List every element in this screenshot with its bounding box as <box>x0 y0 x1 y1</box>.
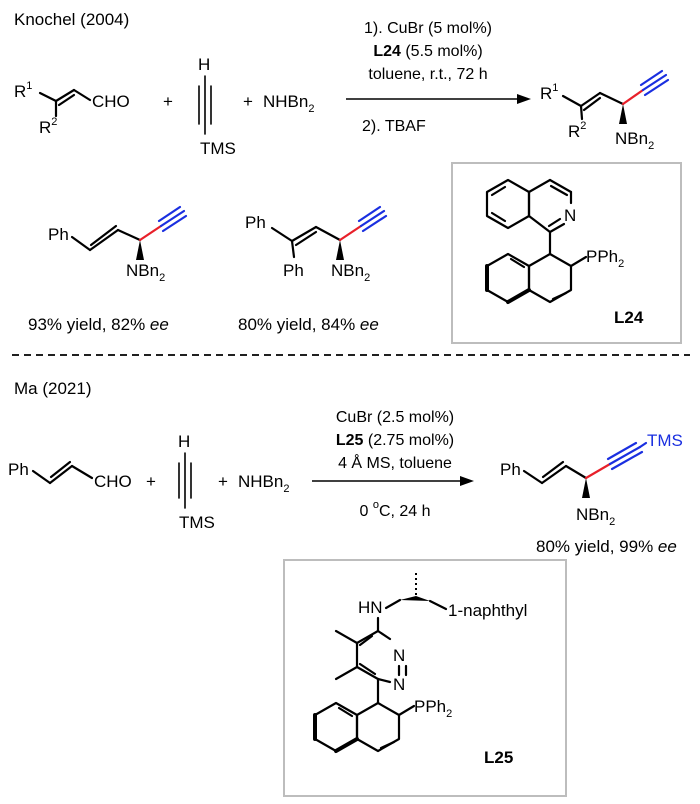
knochel-ex2-ph-2: Ph <box>283 261 304 280</box>
ma-product-ph: Ph <box>500 460 521 479</box>
l25-n-1: N <box>393 646 405 665</box>
ma-plus-1: + <box>146 472 156 491</box>
knochel-ex2-yield: 80% yield, 84% ee <box>238 315 379 334</box>
knochel-enal-r1: R1 <box>14 80 32 101</box>
ma-cond-1: CuBr (2.5 mol%) <box>336 409 454 426</box>
ma-cond-3: 4 Å MS, toluene <box>338 453 452 472</box>
l25-naphthyl: 1-naphthyl <box>448 601 527 620</box>
knochel-cond-2: L24 (5.5 mol%) <box>373 43 482 60</box>
knochel-alkyne-tms: TMS <box>200 139 236 158</box>
ma-cinnamaldehyde: Ph CHO <box>8 460 132 491</box>
knochel-example-2: Ph Ph NBn2 80% yield, 84% ee <box>238 205 388 334</box>
knochel-ex2-ph-1: Ph <box>245 213 266 232</box>
knochel-amine: NHBn2 <box>263 92 314 115</box>
l25-pph2: PPh2 <box>414 697 452 720</box>
knochel-enal-cho: CHO <box>92 92 130 111</box>
ma-alkyne-tms: TMS <box>179 513 215 532</box>
l24-n: N <box>564 206 576 225</box>
knochel-arrowhead <box>517 94 531 104</box>
ma-amine: NHBn2 <box>238 472 289 495</box>
knochel-cond-4: 2). TBAF <box>362 118 426 135</box>
knochel-plus-2: + <box>243 92 253 111</box>
ma-enal-cho: CHO <box>94 472 132 491</box>
ma-arrowhead <box>460 476 474 486</box>
knochel-enal-r2: R2 <box>39 116 57 137</box>
knochel-enal: R1 R2 CHO <box>14 80 130 137</box>
knochel-product-r1: R1 <box>540 82 558 103</box>
knochel-ex2-nbn2: NBn2 <box>331 261 370 284</box>
ma-tms-acetylene: H TMS <box>178 432 215 532</box>
l24-label: L24 <box>614 308 644 327</box>
ma-cond-2: L25 (2.75 mol%) <box>336 432 454 449</box>
knochel-ex1-yield: 93% yield, 82% ee <box>28 315 169 334</box>
ma-title: Ma (2021) <box>14 379 91 398</box>
knochel-tms-acetylene: H TMS <box>198 55 236 158</box>
knochel-product-nbn2: NBn2 <box>615 129 654 152</box>
knochel-cond-3: toluene, r.t., 72 h <box>368 66 487 83</box>
l25-structure: HN 1-naphthyl N N PPh2 L25 <box>313 573 527 767</box>
knochel-alkyne-h: H <box>198 55 210 74</box>
l25-hn: HN <box>358 598 383 617</box>
knochel-cond-1: 1). CuBr (5 mol%) <box>364 20 492 37</box>
ma-conditions: CuBr (2.5 mol%) L25 (2.75 mol%) 4 Å MS, … <box>336 409 454 520</box>
knochel-ex1-ph: Ph <box>48 225 69 244</box>
ma-product: Ph NBn2 TMS <box>500 431 683 528</box>
knochel-title: Knochel (2004) <box>14 10 129 29</box>
l24-pph2: PPh2 <box>586 247 624 270</box>
l24-structure: N PPh2 L24 <box>485 178 644 327</box>
l25-label: L25 <box>484 748 513 767</box>
knochel-example-1: Ph NBn2 93% yield, 82% ee <box>28 205 188 334</box>
ma-alkyne-h: H <box>178 432 190 451</box>
l24-box <box>451 162 682 344</box>
ma-enal-ph: Ph <box>8 460 29 479</box>
ma-product-tms: TMS <box>647 431 683 450</box>
knochel-plus-1: + <box>163 92 173 111</box>
l25-n-2: N <box>393 675 405 694</box>
ma-cond-4: 0 oC, 24 h <box>359 499 430 520</box>
l25-box <box>283 559 567 797</box>
knochel-ex1-nbn2: NBn2 <box>126 261 165 284</box>
ma-plus-2: + <box>218 472 228 491</box>
knochel-product: R1 R2 NBn2 <box>540 69 670 152</box>
ma-product-nbn2: NBn2 <box>576 505 615 528</box>
knochel-product-r2: R2 <box>568 120 586 141</box>
ma-yield: 80% yield, 99% ee <box>536 537 677 556</box>
knochel-conditions: 1). CuBr (5 mol%) L24 (5.5 mol%) toluene… <box>362 20 492 135</box>
